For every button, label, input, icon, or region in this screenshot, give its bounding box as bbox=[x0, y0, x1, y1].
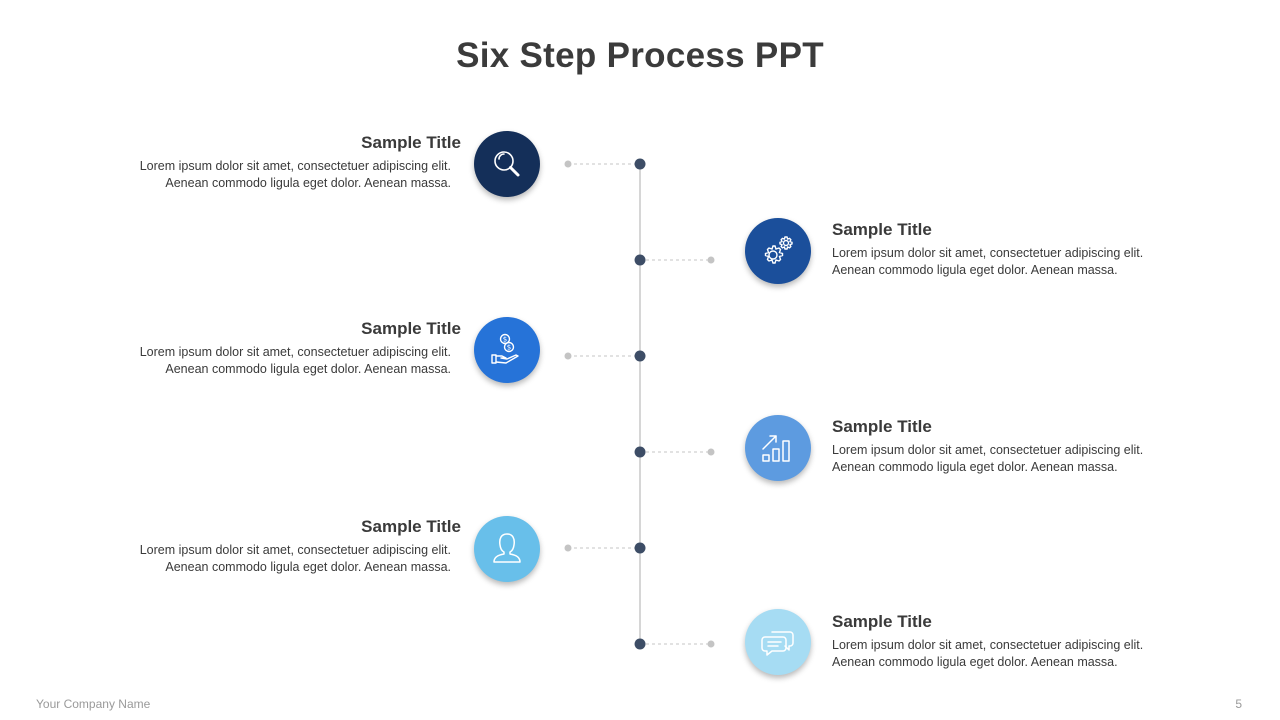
step-5-description: Lorem ipsum dolor sit amet, consectetuer… bbox=[121, 542, 451, 576]
step-6-desc-line1: Lorem ipsum dolor sit amet, consectetuer… bbox=[832, 638, 1144, 652]
step-1-title: Sample Title bbox=[361, 133, 461, 152]
step-5-node bbox=[634, 542, 646, 554]
svg-text:$: $ bbox=[503, 336, 507, 344]
person-icon bbox=[493, 533, 521, 563]
step-5-desc-line1: Lorem ipsum dolor sit amet, consectetuer… bbox=[139, 543, 451, 557]
step-1-end-dot bbox=[564, 160, 572, 168]
step-3-text: Sample Title Lorem ipsum dolor sit amet,… bbox=[121, 319, 461, 378]
step-3-node bbox=[634, 350, 646, 362]
step-4-description: Lorem ipsum dolor sit amet, consectetuer… bbox=[832, 442, 1172, 476]
footer-company-name: Your Company Name bbox=[36, 697, 151, 711]
chat-bubbles-icon bbox=[761, 631, 794, 656]
step-6-description: Lorem ipsum dolor sit amet, consectetuer… bbox=[832, 637, 1172, 671]
step-6-title: Sample Title bbox=[832, 612, 932, 631]
step-3-desc-line2: Aenean commodo ligula eget dolor. Aenean… bbox=[165, 362, 451, 376]
step-5-title: Sample Title bbox=[361, 517, 461, 536]
step-6-icon-circle bbox=[745, 609, 811, 675]
step-6-text: Sample Title Lorem ipsum dolor sit amet,… bbox=[832, 612, 1172, 671]
step-2-text: Sample Title Lorem ipsum dolor sit amet,… bbox=[832, 220, 1172, 279]
money-hand-icon: $ $ bbox=[491, 333, 519, 364]
step-2-desc-line2: Aenean commodo ligula eget dolor. Aenean… bbox=[832, 263, 1118, 277]
step-4-end-dot bbox=[707, 448, 715, 456]
step-6-node bbox=[634, 638, 646, 650]
step-1-desc-line2: Aenean commodo ligula eget dolor. Aenean… bbox=[165, 176, 451, 190]
step-3-title: Sample Title bbox=[361, 319, 461, 338]
step-5-text: Sample Title Lorem ipsum dolor sit amet,… bbox=[121, 517, 461, 576]
step-2-icon-circle bbox=[745, 218, 811, 284]
step-6-desc-line2: Aenean commodo ligula eget dolor. Aenean… bbox=[832, 655, 1118, 669]
step-4-title: Sample Title bbox=[832, 417, 932, 436]
step-4-desc-line2: Aenean commodo ligula eget dolor. Aenean… bbox=[832, 460, 1118, 474]
step-1-node bbox=[634, 158, 646, 170]
step-2-end-dot bbox=[707, 256, 715, 264]
step-5-icon-circle bbox=[474, 516, 540, 582]
step-2-description: Lorem ipsum dolor sit amet, consectetuer… bbox=[832, 245, 1172, 279]
step-1-icon-circle bbox=[474, 131, 540, 197]
step-2-node bbox=[634, 254, 646, 266]
step-5-end-dot bbox=[564, 544, 572, 552]
step-5-desc-line2: Aenean commodo ligula eget dolor. Aenean… bbox=[165, 560, 451, 574]
step-1-desc-line1: Lorem ipsum dolor sit amet, consectetuer… bbox=[139, 159, 451, 173]
step-6-end-dot bbox=[707, 640, 715, 648]
svg-text:$: $ bbox=[507, 344, 511, 352]
step-3-desc-line1: Lorem ipsum dolor sit amet, consectetuer… bbox=[139, 345, 451, 359]
step-1-text: Sample Title Lorem ipsum dolor sit amet,… bbox=[121, 133, 461, 192]
step-3-end-dot bbox=[564, 352, 572, 360]
magnifier-icon bbox=[494, 151, 520, 177]
step-4-desc-line1: Lorem ipsum dolor sit amet, consectetuer… bbox=[832, 443, 1144, 457]
step-2-desc-line1: Lorem ipsum dolor sit amet, consectetuer… bbox=[832, 246, 1144, 260]
step-1-description: Lorem ipsum dolor sit amet, consectetuer… bbox=[121, 158, 451, 192]
step-3-description: Lorem ipsum dolor sit amet, consectetuer… bbox=[121, 344, 451, 378]
footer-page-number: 5 bbox=[1235, 697, 1242, 711]
growth-chart-icon bbox=[762, 435, 790, 462]
step-2-title: Sample Title bbox=[832, 220, 932, 239]
step-4-node bbox=[634, 446, 646, 458]
step-4-icon-circle bbox=[745, 415, 811, 481]
step-3-icon-circle: $ $ bbox=[474, 317, 540, 383]
step-4-text: Sample Title Lorem ipsum dolor sit amet,… bbox=[832, 417, 1172, 476]
gears-icon bbox=[764, 236, 793, 264]
slide-title: Six Step Process PPT bbox=[456, 36, 824, 75]
